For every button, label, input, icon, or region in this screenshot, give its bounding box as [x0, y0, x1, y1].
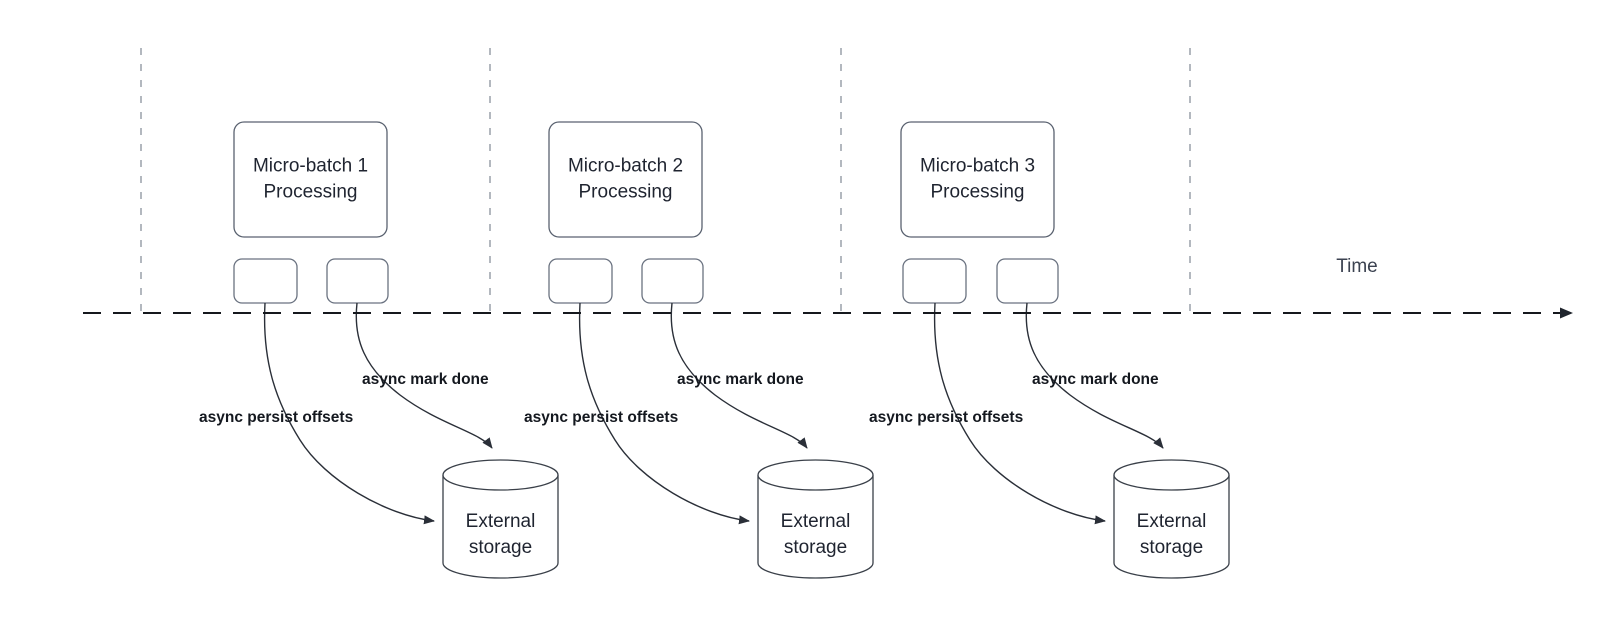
- external-storage-label-line2: storage: [1140, 537, 1203, 558]
- external-storage-label-line2: storage: [784, 537, 847, 558]
- micro-batch-label-line1: Micro-batch 3: [920, 156, 1035, 177]
- flow-label-mark-done: async mark done: [677, 371, 804, 388]
- micro-batch-task-box-2[interactable]: [641, 258, 704, 304]
- external-storage-label-line1: External: [1137, 511, 1207, 532]
- flow-arrow-persist-offsets: [263, 302, 435, 525]
- external-storage-label-line2: storage: [469, 537, 532, 558]
- micro-batch-label-line1: Micro-batch 2: [568, 156, 683, 177]
- micro-batch-label-line2: Processing: [579, 182, 673, 203]
- time-axis-label: Time: [1336, 256, 1378, 277]
- external-storage-cylinder-top: [442, 459, 559, 491]
- external-storage-cylinder-top: [1113, 459, 1230, 491]
- micro-batch-label-line2: Processing: [931, 182, 1025, 203]
- flow-arrow-mark-done: [355, 302, 493, 449]
- external-storage-cylinder-body[interactable]: [442, 475, 559, 579]
- micro-batch-box[interactable]: [900, 121, 1055, 238]
- external-storage-cylinder-top: [757, 459, 874, 491]
- flow-label-persist-offsets: async persist offsets: [524, 409, 678, 426]
- flow-label-persist-offsets: async persist offsets: [869, 409, 1023, 426]
- time-tick-lines: [140, 48, 1191, 313]
- flow-arrow-mark-done: [1025, 302, 1164, 449]
- flow-arrow-mark-done: [670, 302, 808, 449]
- micro-batch-label-line1: Micro-batch 1: [253, 156, 368, 177]
- time-axis: Time: [83, 256, 1573, 319]
- flow-label-mark-done: async mark done: [362, 371, 489, 388]
- flow-arrow-persist-offsets: [578, 302, 750, 525]
- flow-label-mark-done: async mark done: [1032, 371, 1159, 388]
- micro-batch-task-box-2[interactable]: [326, 258, 389, 304]
- micro-batch-task-box-1[interactable]: [902, 258, 967, 304]
- micro-batch-label-line2: Processing: [264, 182, 358, 203]
- external-storage-cylinder-body[interactable]: [757, 475, 874, 579]
- external-storage-label-line1: External: [466, 511, 536, 532]
- external-storage-label-line1: External: [781, 511, 851, 532]
- micro-batch-box[interactable]: [233, 121, 388, 238]
- micro-batch-task-box-1[interactable]: [548, 258, 613, 304]
- external-storage-cylinder-body[interactable]: [1113, 475, 1230, 579]
- micro-batch-box[interactable]: [548, 121, 703, 238]
- micro-batch-task-box-2[interactable]: [996, 258, 1059, 304]
- flow-arrow-persist-offsets: [933, 302, 1106, 525]
- micro-batch-task-box-1[interactable]: [233, 258, 298, 304]
- flow-label-persist-offsets: async persist offsets: [199, 409, 353, 426]
